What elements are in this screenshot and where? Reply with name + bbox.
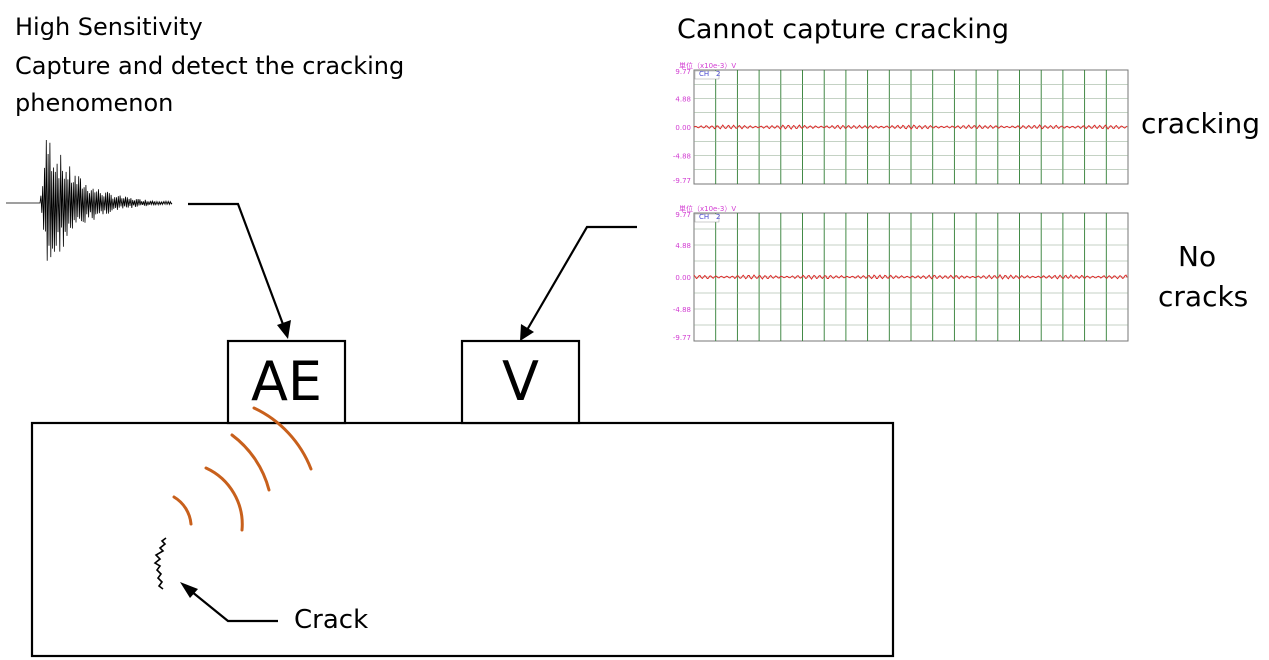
scope-y-tick-label: -4.88 [673,306,691,314]
scope-unit-label: 単位（x10e-3）V [679,61,736,70]
v-sensor-box [460,339,581,425]
scope-channel-prefix: CH [699,213,709,221]
v-sensor-label: V [502,350,539,413]
scope-y-tick-label: 4.88 [675,96,691,104]
emission-arc [252,406,313,471]
scope-y-tick-label: 4.88 [675,242,691,250]
scope-trace [693,273,1128,280]
scope-channel-box [694,213,720,223]
left-caption-line1: High Sensitivity [15,13,203,41]
scope-unit-label: 単位（x10e-3）V [679,204,736,213]
emission-arc [230,433,271,492]
ae-sensor-label: AE [250,350,323,413]
scope-y-tick-label: -9.77 [673,177,691,185]
left-caption-line2: Capture and detect the cracking [15,52,405,80]
right-caption: Cannot capture cracking [677,14,1009,45]
scope-cracking: 単位（x10e-3）V 9.77 4.88 0.00 -4.88 -9.77 CH 2 [664,60,1132,188]
scope-y-tick-label: -9.77 [673,334,691,342]
scope-cracking-plot: 単位（x10e-3）V 9.77 4.88 0.00 -4.88 -9.77 CH 2 [673,61,1129,185]
scope-channel-number: 2 [716,213,720,221]
scope-y-tick-label: 0.00 [675,124,691,132]
scope-no-cracks-label-line1: No [1178,240,1217,273]
burst-trace [6,139,173,261]
scope-channel-box [694,70,720,80]
scope-cracking-label: cracking [1141,107,1260,140]
emission-arc [172,495,193,526]
scope-y-tick-label: 9.77 [675,211,691,219]
ae-sensor-box [226,339,347,425]
emission-arc [204,466,244,532]
ae-signal-arrow [188,202,291,339]
crack-pointer-arrow [180,582,278,623]
scope-trace [693,124,1128,130]
scope-no-cracks: 単位（x10e-3）V 9.77 4.88 0.00 -4.88 -9.77 CH 2 [664,203,1132,345]
crack-label: Crack [294,605,369,635]
scope-channel-prefix: CH [699,70,709,78]
v-signal-arrow [520,225,637,341]
specimen-block [30,421,895,658]
ae-burst-waveform [6,139,173,261]
scope-no-cracks-plot: 単位（x10e-3）V 9.77 4.88 0.00 -4.88 -9.77 CH 2 [673,204,1129,342]
crack-icon [153,537,167,590]
left-caption-line3: phenomenon [15,89,174,117]
scope-no-cracks-label-line2: cracks [1158,280,1249,313]
scope-channel-number: 2 [716,70,720,78]
scope-y-tick-label: 9.77 [675,68,691,76]
scope-y-tick-label: -4.88 [673,153,691,161]
emission-waves [172,406,313,532]
scope-y-tick-label: 0.00 [675,274,691,282]
